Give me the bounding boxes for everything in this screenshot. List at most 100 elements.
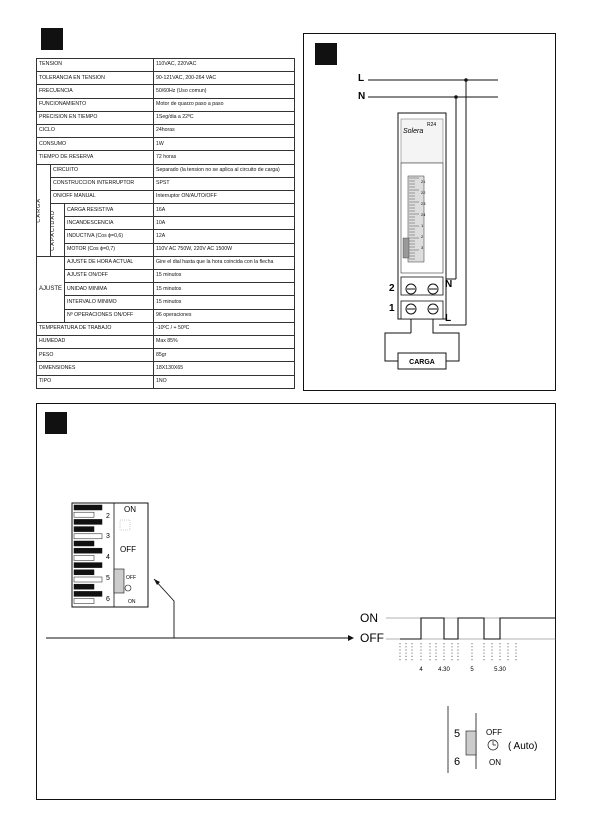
chart-on-label: ON: [360, 611, 378, 625]
dial-segment: [73, 555, 95, 561]
terminal-n-label: N: [445, 279, 452, 290]
dial-segment: [73, 583, 95, 590]
detail-tick-5: 5: [454, 728, 460, 740]
spec-value: 1NO: [153, 374, 295, 389]
spec-label: CONSUMO: [35, 137, 155, 152]
carga-group-label: CARGA: [36, 197, 43, 223]
dial-number: 23: [421, 201, 426, 206]
time-label-530: 5.30: [494, 667, 506, 673]
ajuste-label: AJUSTE DE HORA ACTUAL: [64, 255, 155, 271]
dial-number: 3: [421, 245, 424, 250]
spec-label: TEMPERATURA DE TRABAJO: [35, 321, 155, 336]
dial-segment: [73, 526, 95, 532]
chart-off-label: OFF: [360, 631, 384, 645]
spec-label: TENSION: [35, 57, 155, 73]
ajuste-value: 15 minutos: [153, 282, 295, 297]
spec-value: 50/60Hz (Uso comun): [153, 84, 295, 99]
carga-value: SPST: [153, 176, 295, 191]
spec-value: 1W: [153, 137, 295, 152]
dial-segment: [73, 562, 103, 568]
spec-value: 24horas: [153, 123, 295, 139]
dial-number: 24: [421, 212, 426, 217]
auto-detail: 5 6 OFF ON ( Auto): [447, 706, 537, 773]
detail-switch: [465, 730, 477, 756]
spec-value: 110VAC, 220VAC: [153, 57, 295, 73]
terminal-2-label: 2: [389, 283, 395, 294]
line-n-label: N: [358, 91, 365, 102]
time-label-430: 4.30: [438, 667, 450, 673]
ajuste-label: INTERVALO MINIMO: [64, 295, 155, 310]
dial-segment: [73, 576, 103, 583]
spec-value: 85gr: [153, 348, 295, 363]
spec-label: PRECISION EN TIEMPO: [35, 110, 155, 125]
selector-switch: [113, 568, 125, 594]
brand-label: Solera: [403, 128, 423, 135]
tick-5: 5: [106, 575, 110, 582]
load-label: CARGA: [409, 359, 435, 366]
capacidad-label: INDUCTIVA (Cos ϕ=0,6): [64, 229, 155, 244]
pointer-arrow: [153, 578, 175, 638]
section-marker-2: [315, 43, 337, 65]
capacidad-label: INCANDESCENCIA: [64, 216, 155, 231]
spec-value: Motor de quarzo paso a paso: [153, 97, 295, 112]
spec-value: -10ºC / + 50ºC: [153, 321, 295, 336]
capacidad-label: MOTOR (Cos ϕ=0,7): [64, 242, 155, 257]
spec-label: TIPO: [35, 374, 155, 389]
dial-segment: [73, 591, 103, 597]
time-label-4: 4: [419, 667, 423, 673]
carga-label: CIRCUITO: [49, 163, 155, 178]
dial-on-label: ON: [124, 505, 136, 514]
tick-2: 2: [106, 513, 110, 520]
ajuste-value: 15 minutos: [153, 295, 295, 310]
capacidad-label: CARGA RESISTIVA: [64, 203, 155, 218]
model-label: R24: [427, 122, 436, 128]
spec-label: TOLERANCIA EN TENSION: [35, 71, 155, 86]
capacidad-value: 16A: [153, 203, 295, 218]
tick-3: 3: [106, 533, 110, 540]
tick-4: 4: [106, 554, 110, 561]
detail-tick-6: 6: [454, 756, 460, 768]
carga-label: CONSTRUCCION INTERRUPTOR: [49, 176, 155, 191]
dial-segment: [73, 511, 95, 518]
capacidad-row: INDUCTIVA (Cos ϕ=0,6)12A: [37, 229, 295, 244]
schedule-line: [400, 617, 556, 640]
spec-value: Max 85%: [153, 334, 295, 350]
line-l-label: L: [358, 73, 364, 84]
spec-value: 90-121VAC, 200-264 VAC: [153, 71, 295, 86]
ajuste-group-label: AJUSTE: [35, 255, 66, 323]
spec-value: 1Seg/dia a 22ºC: [153, 110, 295, 125]
carga-value: Separado (la tension no se aplica al cir…: [153, 163, 295, 178]
spec-label: PESO: [35, 348, 155, 363]
ajuste-label: AJUSTE ON/OFF: [64, 268, 155, 284]
switch-off-label: OFF: [126, 575, 136, 581]
setting-diagram: ON OFF 2 3 4 5 6 OFF ON ON OFF 4 4.30 5 …: [46, 502, 556, 773]
section-marker-1: [41, 28, 63, 50]
capacidad-value: 12A: [153, 229, 295, 244]
spec-label: HUMEDAD: [35, 334, 155, 350]
tick-6: 6: [106, 596, 110, 603]
capacidad-value: 10A: [153, 216, 295, 231]
detail-off-label: OFF: [486, 728, 502, 737]
ajuste-value: 15 minutos: [153, 268, 295, 284]
switch-on-label: ON: [128, 599, 136, 605]
spec-value: 18X130X65: [153, 361, 295, 376]
clock-icon: [124, 584, 132, 592]
dial-segment: [73, 533, 103, 540]
dial-segment: [73, 540, 95, 547]
